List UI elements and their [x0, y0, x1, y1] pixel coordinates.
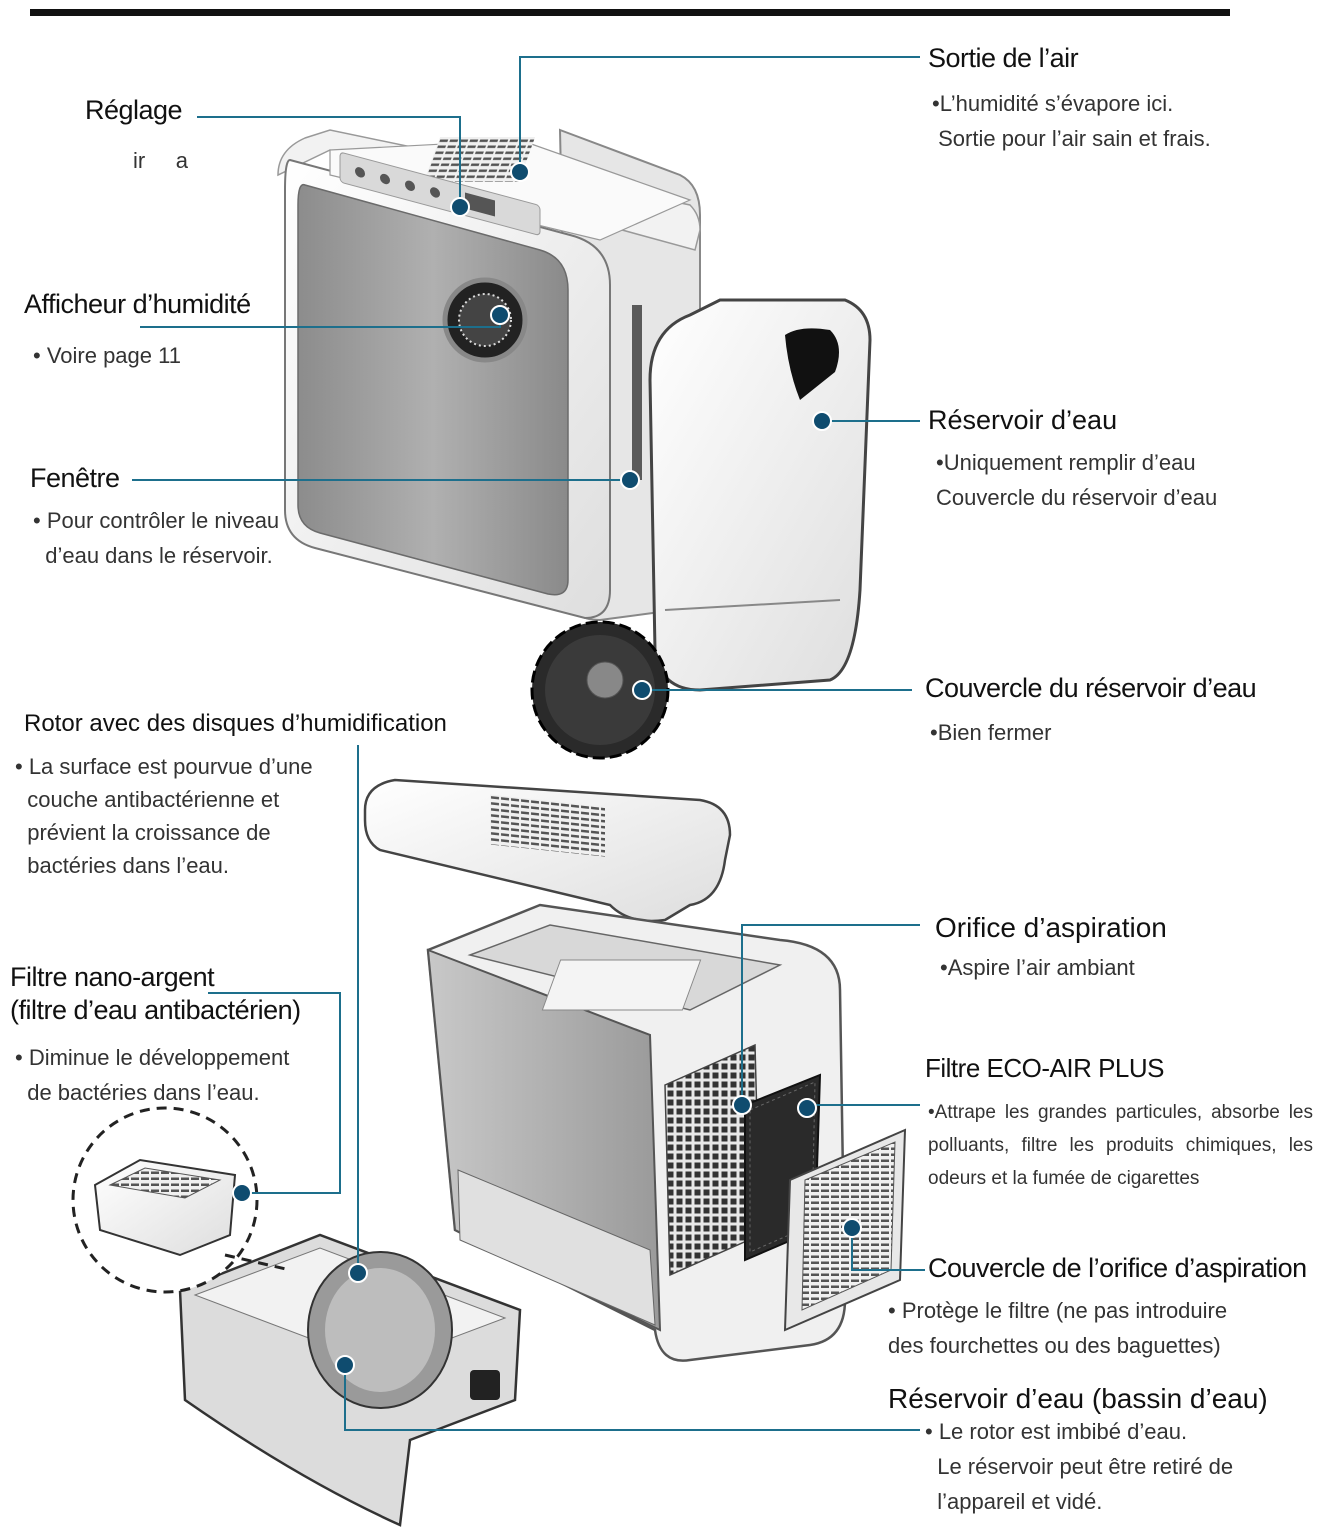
- label-reservoir-desc: •Uniquement remplir d’eau Couvercle du r…: [936, 450, 1218, 510]
- label-couvercle-orifice-title: Couvercle de l’orifice d’aspiration: [928, 1253, 1307, 1283]
- dot-eco: [797, 1098, 817, 1118]
- label-fenetre-desc: • Pour contrôler le niveau d’eau dans le…: [33, 508, 280, 568]
- label-reservoir-title: Réservoir d’eau: [928, 405, 1118, 435]
- top-rule: [30, 9, 1230, 16]
- dot-reservoir: [812, 411, 832, 431]
- dot-afficheur: [490, 305, 510, 325]
- label-orifice-desc: •Aspire l’air ambiant: [940, 955, 1135, 980]
- dot-couvercle: [632, 680, 652, 700]
- callout-dots: [232, 162, 862, 1375]
- label-sortie-desc: •L’humidité s’évapore ici. Sortie pour l…: [932, 91, 1211, 151]
- label-rotor-desc: • La surface est pourvue d’une couche an…: [15, 754, 313, 878]
- dot-sortie: [510, 162, 530, 182]
- tank-cap: [530, 620, 670, 760]
- leader-lines: [132, 56, 925, 1431]
- dot-reglage: [450, 197, 470, 217]
- nano-filter-detail: [71, 1106, 291, 1294]
- label-couvercle-desc: •Bien fermer: [930, 720, 1052, 745]
- label-rotor-title: Rotor avec des disques d’humidification: [24, 710, 447, 737]
- dot-couvercle-orifice: [842, 1218, 862, 1238]
- humidifier-assembled: [277, 128, 701, 622]
- water-basin: [178, 1233, 522, 1527]
- dot-fenetre: [620, 470, 640, 490]
- label-fenetre-title: Fenêtre: [30, 463, 120, 493]
- label-eco-title: Filtre ECO-AIR PLUS: [925, 1053, 1165, 1083]
- dot-orifice: [732, 1095, 752, 1115]
- top-lid: [363, 778, 732, 923]
- label-afficheur-title: Afficheur d’humidité: [24, 289, 251, 319]
- label-nano-title: Filtre nano-argent (filtre d’eau antibac…: [10, 962, 301, 1025]
- label-couvercle-title: Couvercle du réservoir d’eau: [925, 673, 1257, 703]
- label-bassin-title: Réservoir d’eau (bassin d’eau): [888, 1383, 1268, 1414]
- dot-rotor: [348, 1263, 368, 1283]
- label-sortie-title: Sortie de l’air: [928, 43, 1079, 73]
- label-afficheur-desc: • Voire page 11: [33, 343, 181, 368]
- base-body: [426, 903, 847, 1362]
- label-orifice-title: Orifice d’aspiration: [935, 912, 1167, 943]
- label-nano-desc: • Diminue le développement de bactéries …: [15, 1045, 290, 1105]
- label-bassin-desc: • Le rotor est imbibé d’eau. Le réservoi…: [925, 1419, 1234, 1514]
- label-eco-desc: •Attrape les grandes particules, absorbe…: [928, 1102, 1313, 1189]
- dot-bassin: [335, 1355, 355, 1375]
- dot-nano: [232, 1183, 252, 1203]
- water-tank: [648, 298, 872, 692]
- label-couvercle-orifice-desc: • Protège le filtre (ne pas introduire d…: [888, 1298, 1228, 1358]
- label-reglage-title: Réglage: [85, 95, 183, 125]
- label-reglage-desc: ir a: [133, 148, 189, 173]
